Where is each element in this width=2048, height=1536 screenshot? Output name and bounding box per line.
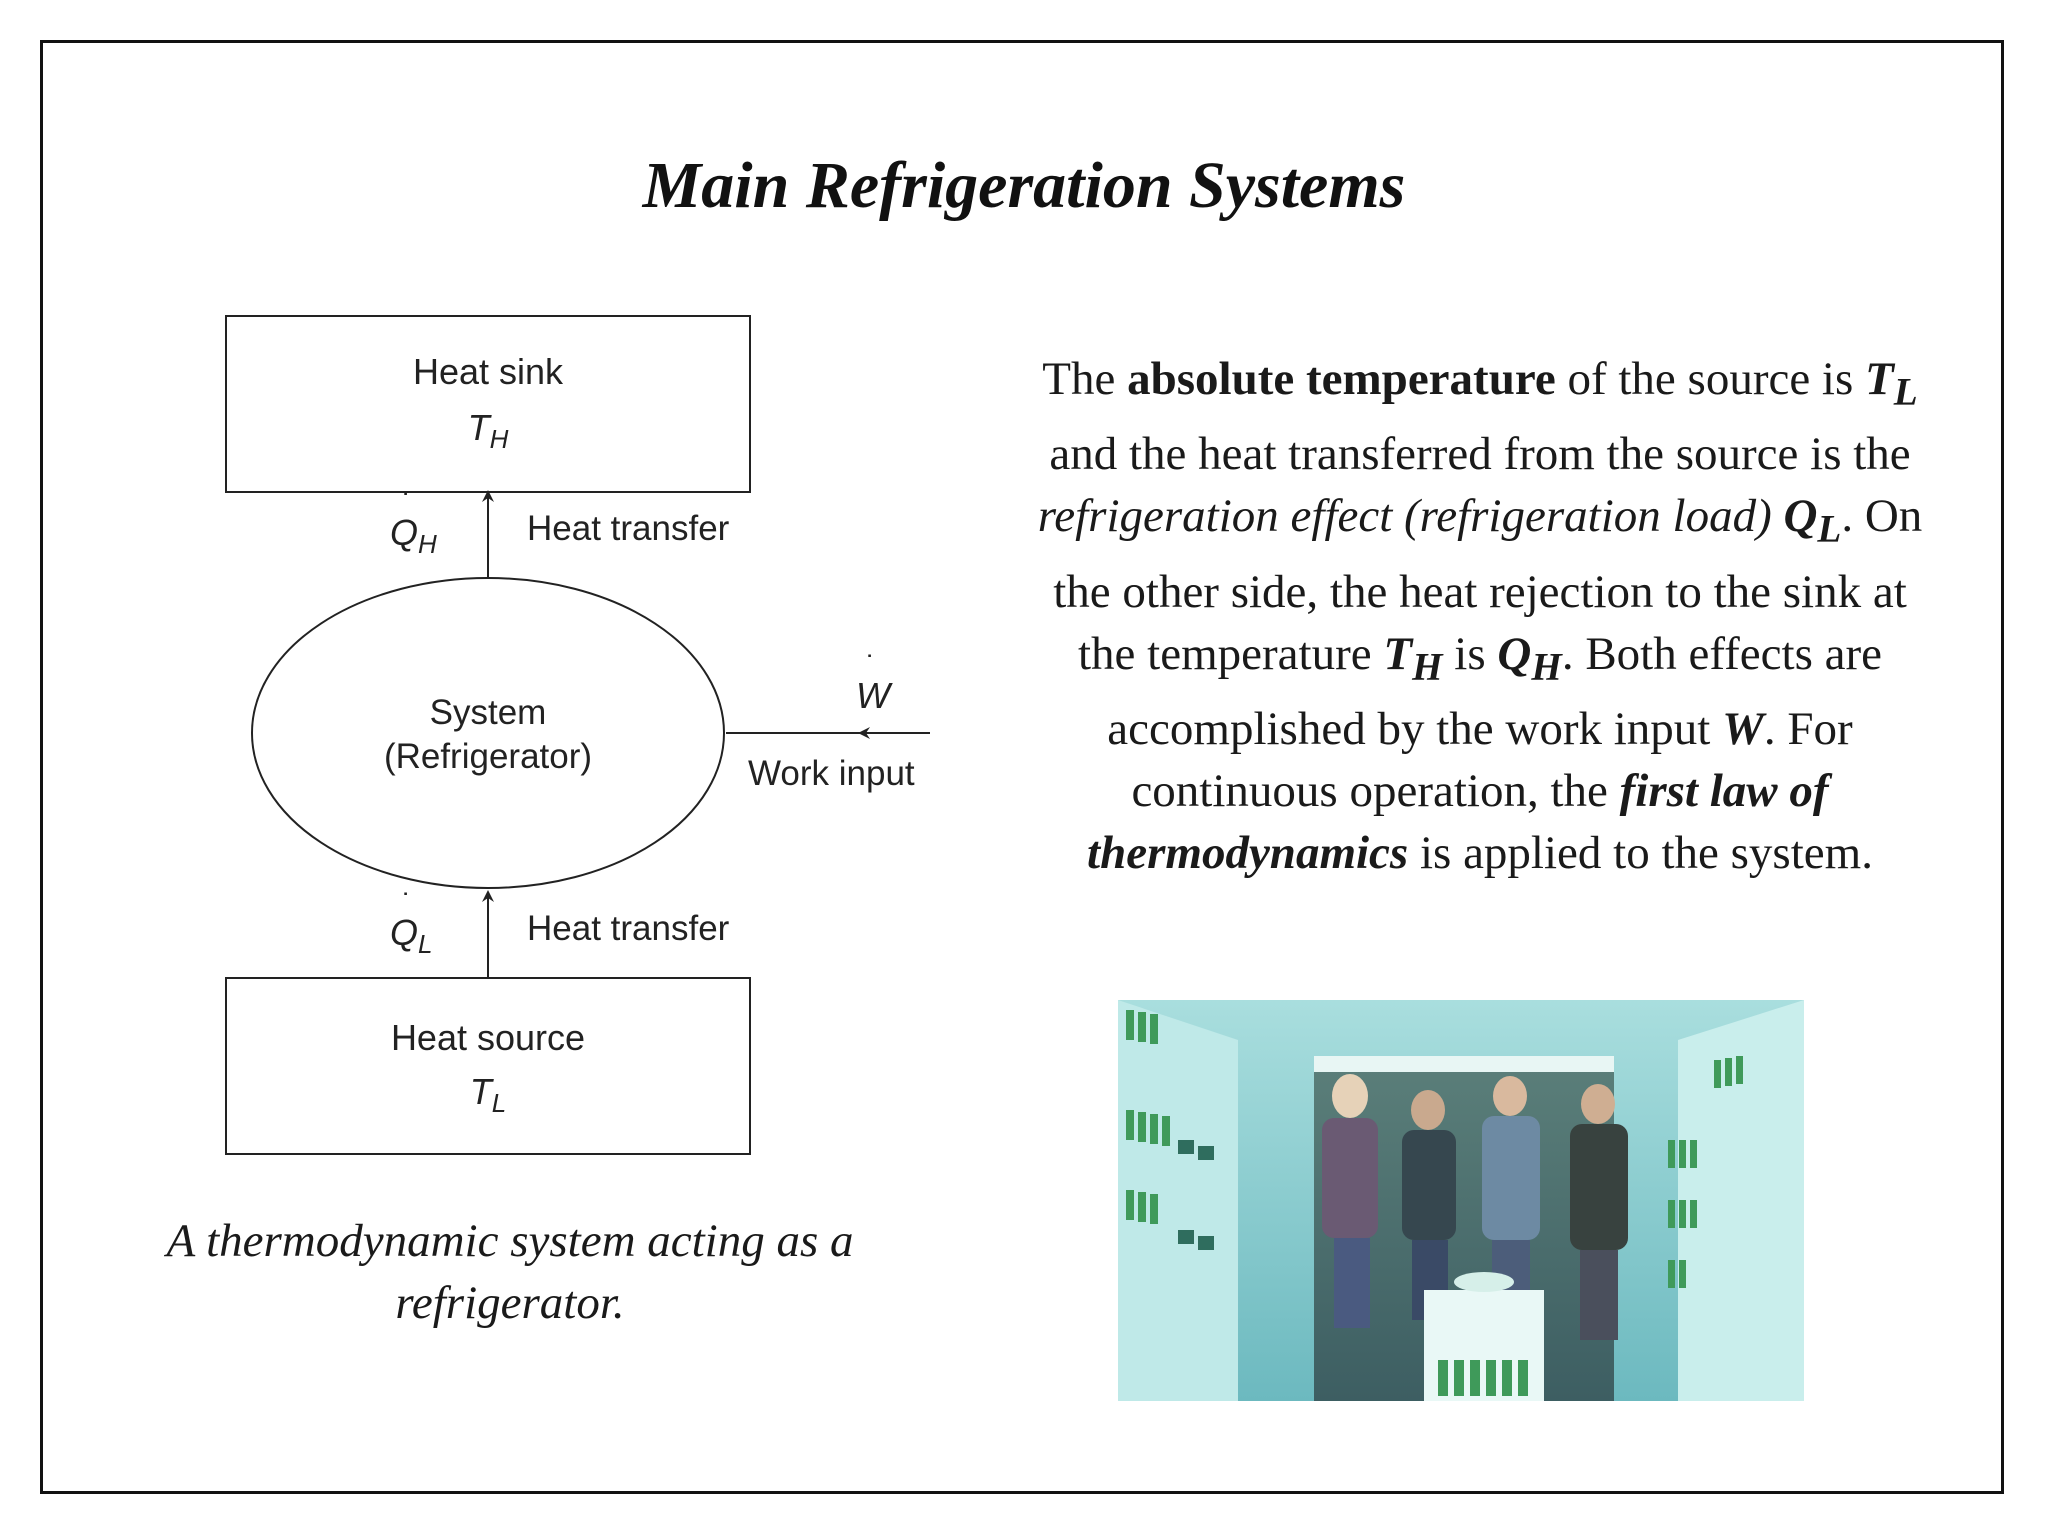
work-symbol: W [856, 675, 893, 716]
slide-title: Main Refrigeration Systems [642, 149, 1406, 222]
work-symbol-dot: ˙ [866, 650, 876, 683]
diagram-caption: A thermodynamic system acting as a refri… [166, 1215, 854, 1329]
heat-sink-label: Heat sink [413, 351, 564, 392]
heat-source-box [225, 977, 751, 1155]
fridge-scene-illustration [1118, 1000, 1804, 1401]
heat-rate-bottom-dot: ˙ [402, 888, 412, 921]
work-input-label: Work input [748, 754, 915, 793]
slide-frame [40, 40, 2004, 1494]
explanation-paragraph: The absolute temperature of the source i… [1037, 353, 1923, 880]
heat-rate-bottom-symbol: QL [390, 912, 432, 959]
heat-rate-top-symbol: QH [390, 512, 437, 559]
heat-transfer-top-label: Heat transfer [527, 509, 730, 548]
walk-in-fridge-photo [1118, 1000, 1804, 1401]
heat-source-label: Heat source [391, 1017, 585, 1058]
heat-sink-box [225, 315, 751, 493]
heat-transfer-bottom-label: Heat transfer [527, 909, 730, 948]
system-label: System [430, 693, 547, 732]
refrigerator-label: (Refrigerator) [384, 737, 592, 776]
heat-rate-top-dot: ˙ [402, 488, 412, 521]
sink-temperature: TH [468, 407, 509, 454]
system-ellipse [251, 577, 725, 889]
source-temperature: TL [470, 1071, 506, 1118]
